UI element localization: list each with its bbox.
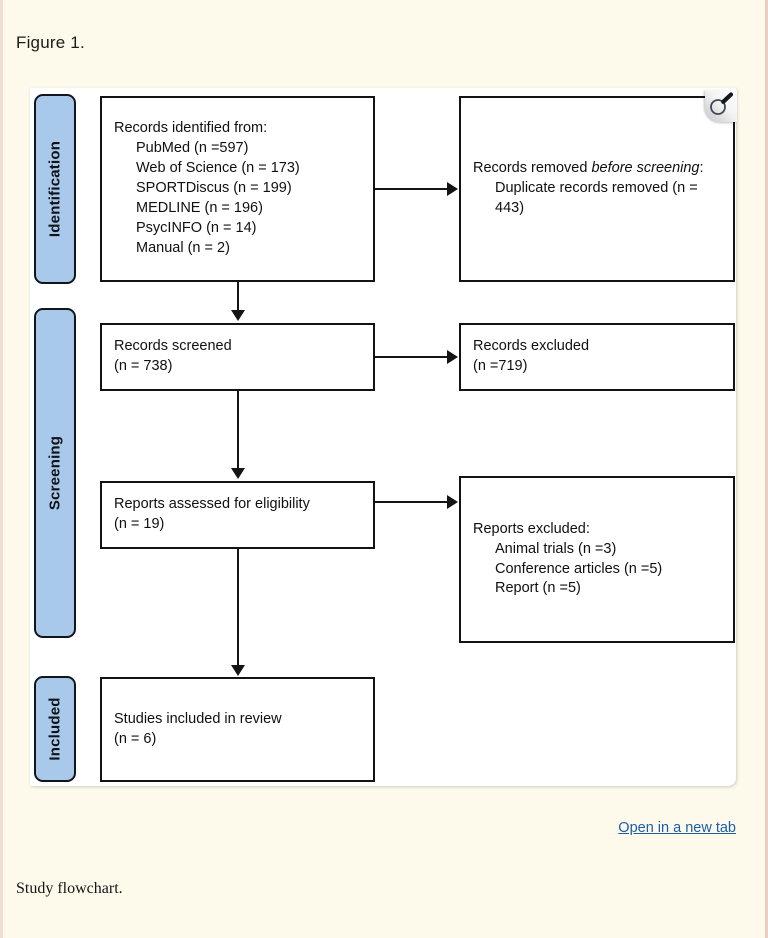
- connector-identified-to-screened: [237, 282, 239, 312]
- connector-eligibility-to-reports-excluded: [375, 501, 449, 503]
- figure-caption: Study flowchart.: [16, 880, 123, 897]
- stage-bar-included: Included: [34, 676, 76, 782]
- records-identified-source: Web of Science (n = 173): [136, 160, 300, 177]
- arrow-down-icon: [231, 310, 245, 321]
- records-removed-title-suffix: :: [699, 160, 704, 177]
- connector-screened-to-eligibility: [237, 391, 239, 469]
- studies-included-count: (n = 6): [114, 730, 157, 747]
- records-removed-item: Duplicate records removed (n = 443): [495, 180, 702, 216]
- connector-screened-to-excluded: [375, 356, 449, 358]
- records-removed-title-italic: before screening: [591, 160, 700, 177]
- reports-excluded-title: Reports excluded:: [473, 520, 590, 537]
- page-edge-right: [765, 0, 768, 938]
- records-identified-source: PubMed (n =597): [136, 140, 249, 157]
- stage-bar-screening: Screening: [34, 308, 76, 638]
- box-reports-excluded: Reports excluded: Animal trials (n =3) C…: [459, 476, 735, 643]
- studies-included-title: Studies included in review: [114, 710, 282, 727]
- records-identified-source: SPORTDiscus (n = 199): [136, 180, 292, 197]
- figure-label: Figure 1.: [16, 33, 85, 52]
- records-excluded-count: (n =719): [473, 358, 528, 374]
- connector-identified-to-removed: [375, 188, 449, 190]
- magnify-icon[interactable]: [705, 90, 737, 122]
- arrow-right-icon: [447, 350, 458, 364]
- arrow-right-icon: [447, 495, 458, 509]
- reports-excluded-reason: Animal trials (n =3): [495, 540, 617, 557]
- box-records-identified: Records identified from: PubMed (n =597)…: [100, 96, 375, 282]
- reports-assessed-count: (n = 19): [114, 516, 165, 532]
- reports-excluded-reason: Report (n =5): [495, 580, 581, 597]
- records-excluded-title: Records excluded: [473, 338, 590, 355]
- records-screened-count: (n = 738): [114, 358, 173, 374]
- arrow-down-icon: [231, 665, 245, 676]
- box-studies-included: Studies included in review (n = 6): [100, 677, 375, 782]
- stage-label-identification: Identification: [46, 140, 64, 238]
- open-in-new-tab-link[interactable]: Open in a new tab: [618, 820, 736, 836]
- box-records-removed: Records removed before screening: Duplic…: [459, 96, 735, 282]
- reports-excluded-reason: Conference articles (n =5): [495, 560, 663, 577]
- stage-label-screening: Screening: [46, 435, 64, 511]
- connector-eligibility-to-included: [237, 549, 239, 667]
- box-records-excluded: Records excluded (n =719): [459, 323, 735, 391]
- records-screened-title: Records screened: [114, 338, 232, 355]
- arrow-right-icon: [447, 182, 458, 196]
- stage-label-included: Included: [46, 697, 64, 761]
- box-reports-assessed: Reports assessed for eligibility (n = 19…: [100, 481, 375, 549]
- reports-assessed-title: Reports assessed for eligibility: [114, 496, 310, 513]
- records-identified-source: PsycINFO (n = 14): [136, 219, 257, 236]
- records-identified-source: MEDLINE (n = 196): [136, 199, 263, 216]
- magnify-glass-icon: [710, 92, 734, 115]
- records-removed-title-plain: Records removed: [473, 160, 592, 177]
- records-identified-title: Records identified from:: [114, 120, 268, 137]
- records-identified-source: Manual (n = 2): [136, 239, 230, 256]
- records-removed-title: Records removed before screening:: [473, 159, 721, 179]
- arrow-down-icon: [231, 468, 245, 479]
- box-records-screened: Records screened (n = 738): [100, 323, 375, 391]
- page-edge-left: [0, 0, 3, 938]
- stage-bar-identification: Identification: [34, 94, 76, 284]
